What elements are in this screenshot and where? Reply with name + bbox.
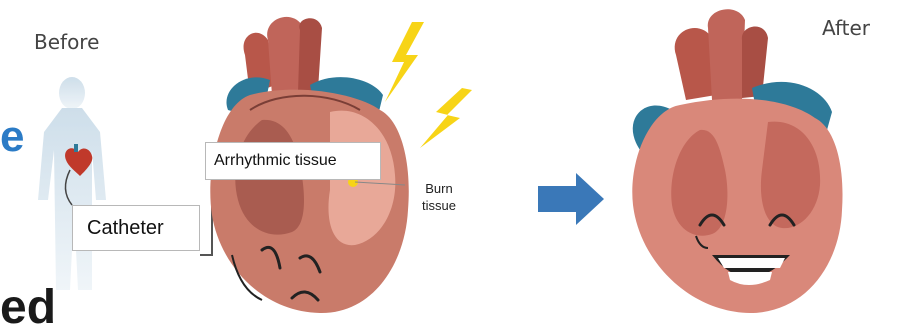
cut-off-heading-fragment: e [0,112,24,162]
cut-off-heading-fragment-bottom: ed [0,284,56,332]
burn-tissue-label: Burn tissue [409,180,469,214]
catheter-callout: Catheter [72,205,200,251]
burn-tissue-line1: Burn [409,180,469,197]
burn-tissue-line2: tissue [409,197,469,214]
arrhythmic-tissue-callout: Arrhythmic tissue [205,142,381,180]
happy-heart [632,9,842,313]
diagram-canvas [0,0,903,323]
human-silhouette [38,77,106,290]
after-label: After [822,16,870,40]
before-label: Before [34,30,99,54]
right-arrow-icon [538,173,604,225]
lightning-icon [385,22,472,148]
